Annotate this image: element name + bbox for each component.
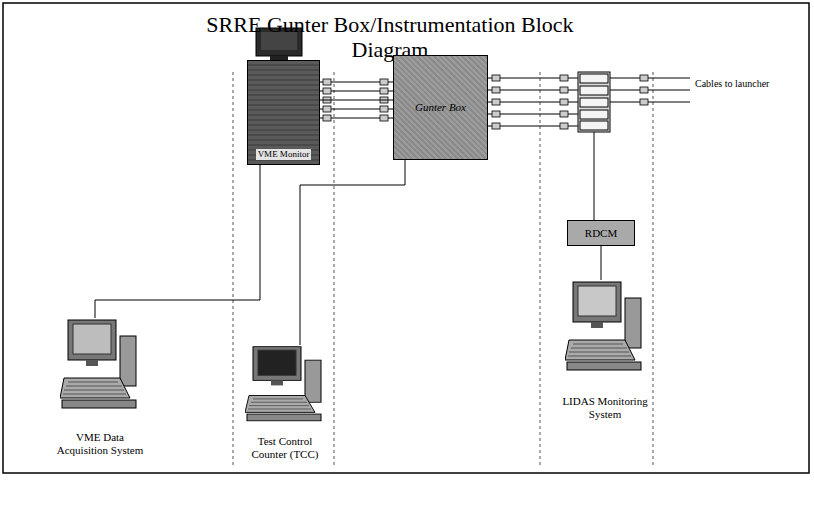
title: SRRE Gunter Box/Instrumentation Block Di…	[205, 12, 575, 62]
box-label: Gunter Box	[415, 101, 466, 114]
patch-panel	[578, 72, 610, 132]
process-box: RDCM	[567, 220, 635, 246]
box-label: VME Monitor	[256, 149, 312, 160]
gunter-box: Gunter Box	[393, 55, 488, 160]
cable-line	[601, 246, 602, 280]
cables	[488, 78, 690, 220]
computer-icon	[565, 280, 645, 375]
cable-note: Cables to launcher	[695, 78, 777, 90]
cables	[320, 82, 393, 118]
station-label: LIDAS Monitoring System	[560, 395, 650, 421]
vme-chassis: VME Monitor	[247, 60, 320, 165]
computer-station: LIDAS Monitoring System	[560, 280, 650, 421]
station-label: VME Data Acquisition System	[50, 431, 150, 457]
connectors	[492, 75, 648, 129]
station-label: Test Control Counter (TCC)	[240, 435, 330, 461]
computer-station: Test Control Counter (TCC)	[240, 345, 330, 461]
box-label: RDCM	[585, 227, 617, 240]
cable-line	[300, 160, 405, 345]
cable-line	[95, 165, 260, 318]
computer-station: VME Data Acquisition System	[50, 318, 150, 457]
computer-icon	[245, 345, 325, 425]
frame	[3, 3, 809, 473]
cable-line	[320, 100, 393, 101]
computer-icon	[60, 318, 140, 413]
